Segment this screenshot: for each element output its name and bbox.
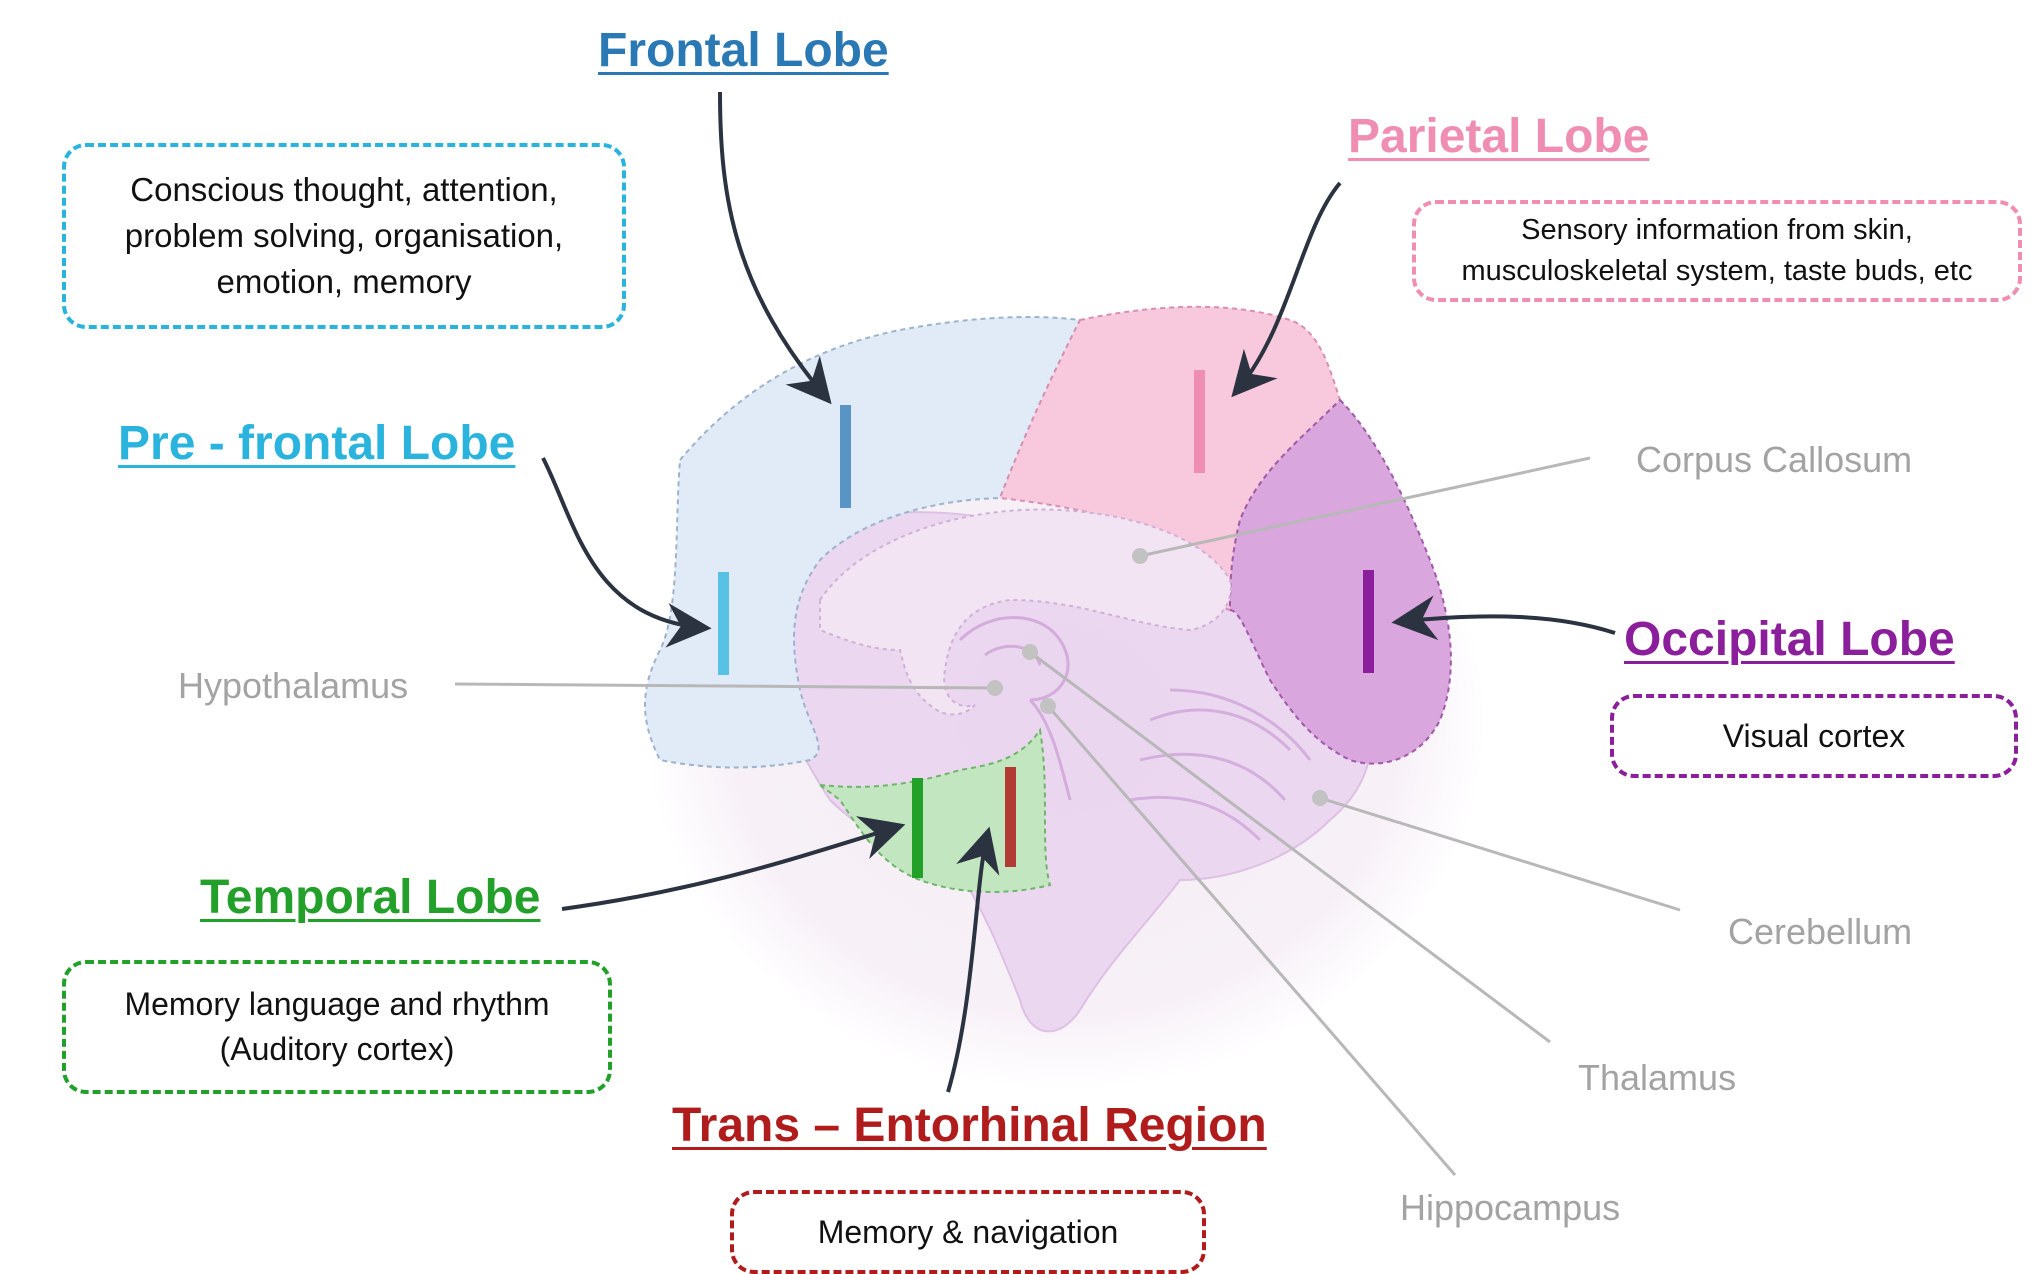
prefrontal-lobe-title: Pre - frontal Lobe xyxy=(118,420,515,468)
prefrontal-description-line: Conscious thought, attention, xyxy=(125,167,563,213)
parietal-description-line: Sensory information from skin, xyxy=(1462,210,1973,251)
temporal-description-box: Memory language and rhythm (Auditory cor… xyxy=(62,960,612,1094)
entorhinal-description-box: Memory & navigation xyxy=(730,1190,1206,1274)
parietal-marker xyxy=(1194,370,1205,473)
hypothalamus-label: Hypothalamus xyxy=(178,668,408,704)
temporal-description-line: Memory language and rhythm xyxy=(124,982,549,1027)
thalamus-label: Thalamus xyxy=(1578,1060,1736,1096)
occipital-description-box: Visual cortex xyxy=(1610,694,2018,778)
occipital-description-line: Visual cortex xyxy=(1723,714,1906,759)
parietal-lobe-title: Parietal Lobe xyxy=(1348,113,1649,161)
prefrontal-description-line: emotion, memory xyxy=(125,259,563,305)
temporal-marker xyxy=(912,778,923,878)
entorhinal-marker xyxy=(1005,767,1016,867)
temporal-description-line: (Auditory cortex) xyxy=(124,1027,549,1072)
entorhinal-region-title: Trans – Entorhinal Region xyxy=(672,1102,1267,1150)
prefrontal-description-line: problem solving, organisation, xyxy=(125,213,563,259)
parietal-description-line: musculoskeletal system, taste buds, etc xyxy=(1462,251,1973,292)
entorhinal-description-line: Memory & navigation xyxy=(818,1210,1119,1255)
occipital-lobe-title: Occipital Lobe xyxy=(1624,616,1955,664)
parietal-description-box: Sensory information from skin, musculosk… xyxy=(1412,200,2022,302)
hippocampus-label: Hippocampus xyxy=(1400,1190,1620,1226)
temporal-lobe-title: Temporal Lobe xyxy=(200,874,540,922)
frontal-lobe-title: Frontal Lobe xyxy=(598,27,889,75)
occipital-marker xyxy=(1363,570,1374,673)
frontal-arrow xyxy=(720,92,828,400)
cerebellum-label: Cerebellum xyxy=(1728,914,1912,950)
prefrontal-description-box: Conscious thought, attention, problem so… xyxy=(62,143,626,329)
prefrontal-marker xyxy=(718,572,729,675)
frontal-marker xyxy=(840,405,851,508)
corpus-callosum-label: Corpus Callosum xyxy=(1636,442,1912,478)
